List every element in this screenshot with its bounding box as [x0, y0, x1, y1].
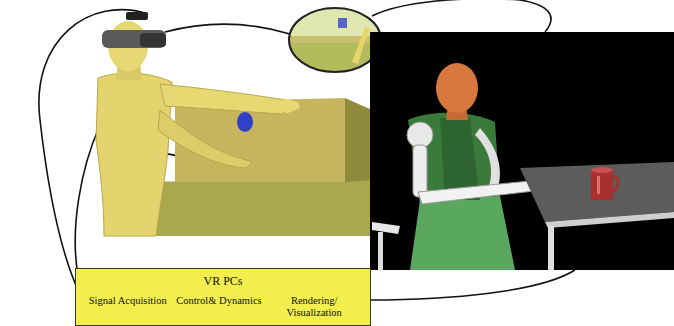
avatar-table-leg: [548, 226, 554, 270]
module-row: Signal Acquisition Control& Dynamics Rende…: [76, 289, 370, 319]
avatar-table: [520, 162, 674, 222]
module-label: Rendering/ Visualization: [271, 295, 357, 319]
avatar-render-panel: [370, 32, 674, 270]
cable: [75, 125, 100, 275]
cable: [372, 0, 551, 32]
computer-box: VR PCsSignal Acquisition Control& Dynamic…: [75, 268, 371, 326]
avatar-table-edge: [545, 212, 674, 228]
target-box-side: [345, 98, 372, 182]
user-figure: [96, 12, 300, 236]
cable: [165, 24, 290, 34]
avatar-side-table: [372, 222, 400, 234]
cable: [370, 270, 575, 300]
module-label: Signal Acquisition: [89, 295, 167, 319]
table-surface: [140, 178, 372, 236]
red-cup: [591, 167, 618, 200]
avatar-figure: [407, 63, 562, 270]
box-title: VR PCs: [76, 269, 370, 289]
module-label: Control& Dynamics: [176, 295, 261, 319]
target-spot: [237, 112, 253, 132]
avatar-side-table-leg: [378, 232, 383, 270]
